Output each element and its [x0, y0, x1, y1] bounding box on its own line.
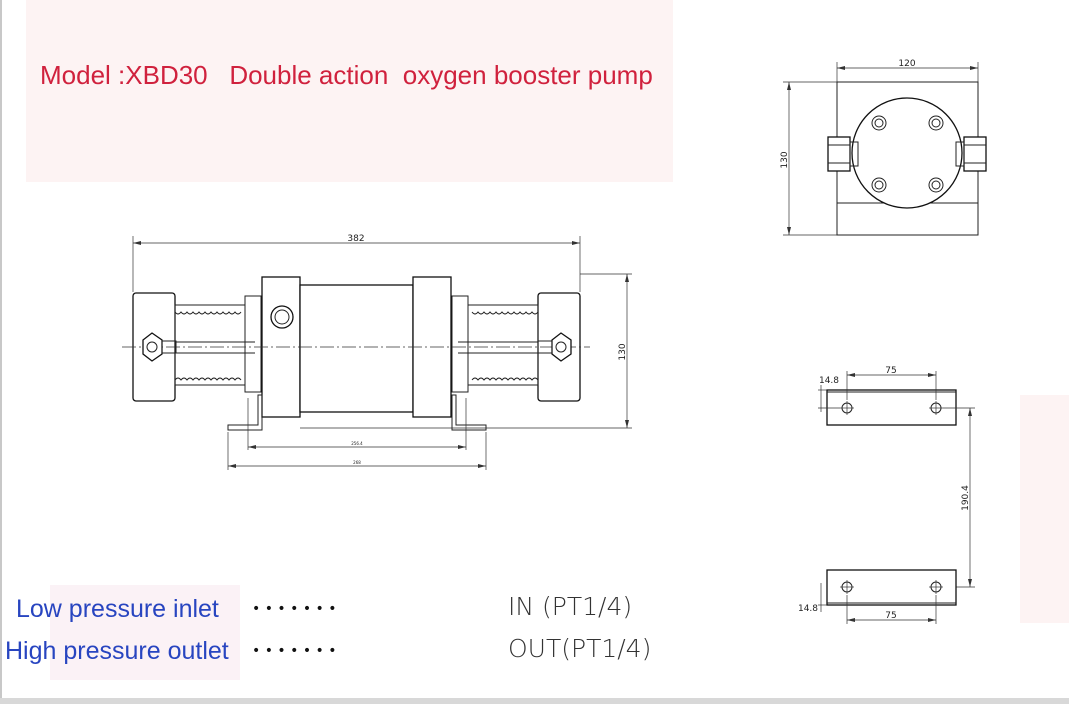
- title-highlight: [26, 0, 673, 182]
- side-height-dim: 130: [780, 151, 790, 168]
- port-label-inlet: Low pressure inlet: [16, 595, 219, 623]
- port-dots-inlet: • • • • • • •: [252, 601, 337, 617]
- port-spec-outlet: OUT(PT1/4): [508, 634, 652, 663]
- front-view: 382 130: [122, 234, 632, 470]
- mount-bottom-edge-dim: 14.8: [798, 604, 818, 614]
- front-outer-dim: 268: [353, 460, 361, 465]
- mount-bottom-spacing-dim: 75: [885, 611, 896, 621]
- port-labels-highlight: [50, 585, 240, 680]
- port-dots-outlet: • • • • • • •: [252, 643, 337, 659]
- front-height-dim: 130: [618, 343, 628, 360]
- page-title: Model :XBD30 Double action oxygen booste…: [40, 60, 653, 90]
- front-inner-dim: 256.4: [351, 441, 363, 446]
- port-label-outlet: High pressure outlet: [5, 637, 229, 665]
- page-left-border: [0, 0, 2, 704]
- mount-top-edge-dim: 14.8: [819, 376, 839, 386]
- port-spec-inlet: IN (PT1/4): [508, 592, 633, 621]
- front-length-dim: 382: [347, 234, 364, 244]
- page-bottom-border: [0, 698, 1069, 704]
- mount-bracket-spacing-dim: 190.4: [961, 485, 971, 511]
- right-highlight: [1020, 395, 1069, 623]
- mount-view: 75 14.8 190.4 75 14.8: [798, 366, 975, 624]
- side-width-dim: 120: [898, 59, 915, 69]
- mount-top-spacing-dim: 75: [885, 366, 896, 376]
- side-view: 120 130: [780, 59, 987, 236]
